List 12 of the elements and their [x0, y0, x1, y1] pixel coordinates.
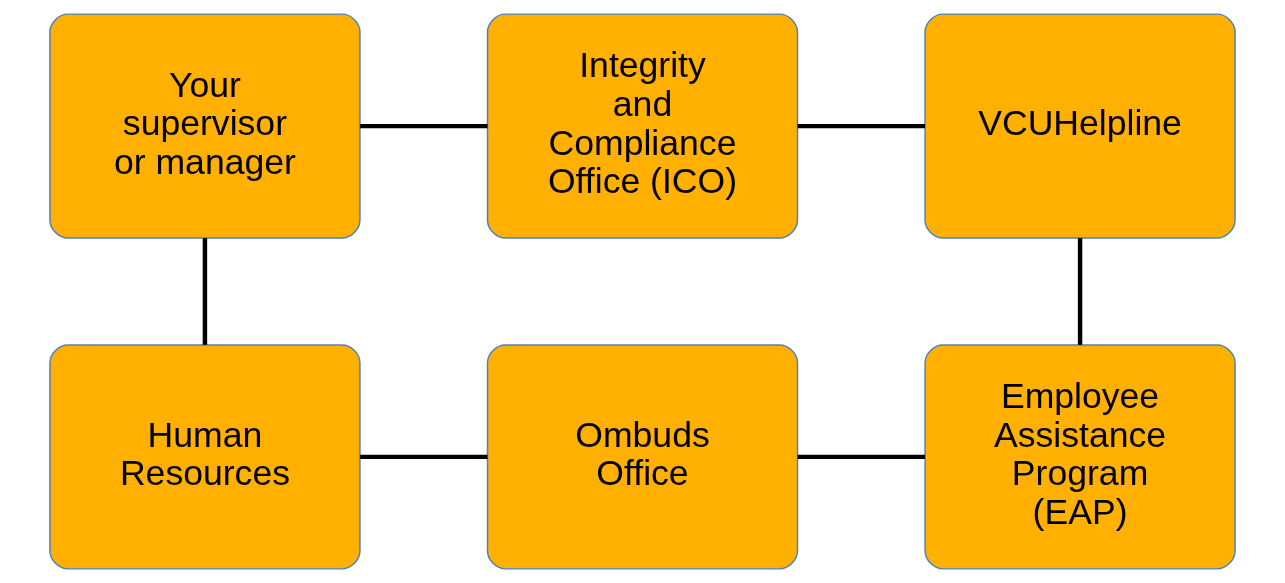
connector — [360, 123, 488, 129]
node-box: Your supervisor or manager — [49, 13, 361, 239]
node-box: Integrity and Compliance Office (ICO) — [486, 13, 799, 239]
connector — [797, 123, 926, 129]
connector — [202, 238, 208, 345]
node-box: VCUHelpline — [924, 13, 1236, 239]
connector — [797, 454, 926, 460]
node-box: Employee Assistance Program (EAP) — [924, 344, 1236, 570]
node-box: Ombuds Office — [486, 344, 799, 570]
connector — [360, 454, 488, 460]
node-box: Human Resources — [49, 344, 361, 570]
connector — [1077, 238, 1083, 345]
